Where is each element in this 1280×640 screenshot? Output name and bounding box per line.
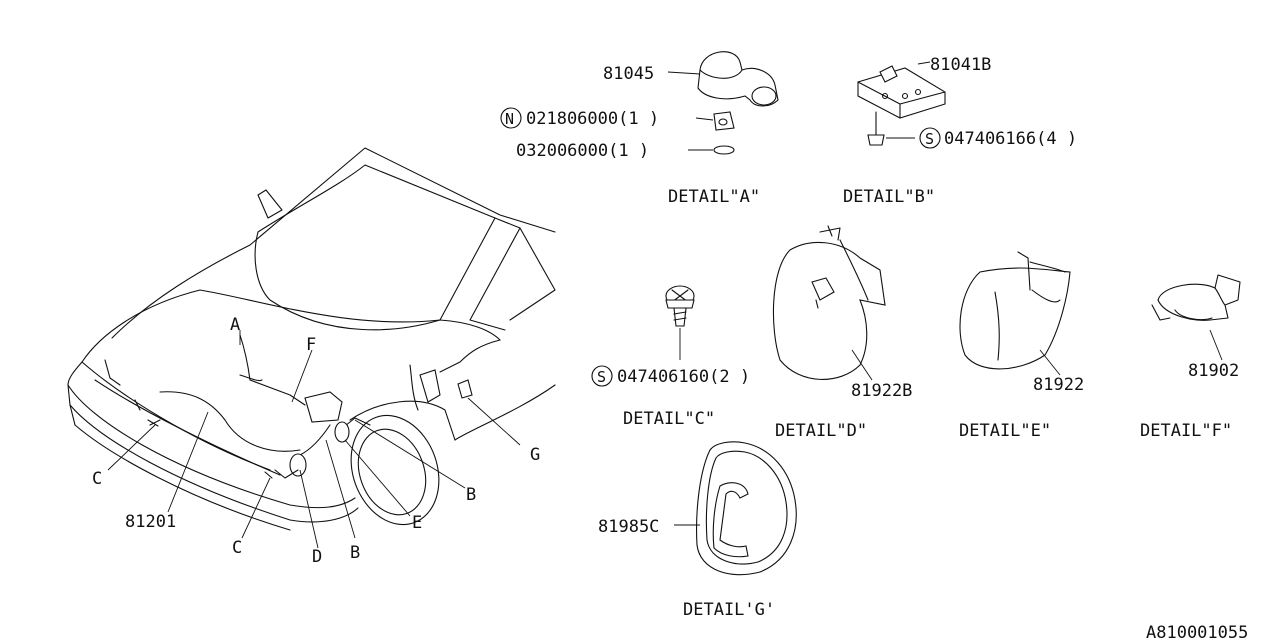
callout-a: A	[230, 315, 240, 335]
part-81045-label: 81045	[603, 64, 654, 84]
callout-e: E	[412, 513, 422, 533]
detail-c-illustration	[665, 285, 695, 360]
callout-b-lower: B	[350, 543, 360, 563]
detail-e-caption: DETAIL"E"	[959, 421, 1051, 441]
callout-f: F	[306, 335, 316, 355]
part-021806000-label: 021806000(1 )	[526, 109, 659, 129]
detail-g-illustration	[674, 441, 797, 576]
callout-d: D	[312, 547, 322, 567]
part-032006000-label: 032006000(1 )	[516, 141, 649, 161]
svg-text:S: S	[925, 130, 934, 148]
callout-c-lower: C	[232, 538, 242, 558]
detail-e-illustration	[959, 251, 1071, 376]
detail-a-caption: DETAIL"A"	[668, 187, 760, 207]
detail-f-illustration	[1151, 274, 1241, 361]
part-047406160-label: 047406160(2 )	[617, 367, 750, 387]
part-047406166-label: 047406166(4 )	[944, 129, 1077, 149]
screw-marker-s-c: S	[591, 365, 613, 387]
detail-d-illustration	[772, 225, 886, 381]
svg-text:S: S	[597, 368, 606, 386]
screw-marker-s-b: S	[919, 127, 941, 149]
diagram-id: A810001055	[1146, 623, 1248, 640]
detail-a-illustration	[667, 51, 779, 155]
detail-b-caption: DETAIL"B"	[843, 187, 935, 207]
car-front-illustration	[67, 147, 556, 549]
nut-marker-n: N	[500, 107, 522, 129]
part-81922b-label: 81922B	[851, 381, 912, 401]
detail-g-caption: DETAIL'G'	[683, 600, 775, 620]
part-81041b-label: 81041B	[930, 55, 991, 75]
part-81902-label: 81902	[1188, 361, 1239, 381]
detail-d-caption: DETAIL"D"	[775, 421, 867, 441]
detail-b-illustration	[857, 61, 946, 146]
callout-b-right: B	[466, 485, 476, 505]
part-81922-label: 81922	[1033, 375, 1084, 395]
part-81985c-label: 81985C	[598, 517, 659, 537]
callout-c-left: C	[92, 469, 102, 489]
callout-g: G	[530, 445, 540, 465]
part-81201-label: 81201	[125, 512, 176, 532]
detail-f-caption: DETAIL"F"	[1140, 421, 1232, 441]
svg-text:N: N	[505, 110, 514, 128]
detail-c-caption: DETAIL"C"	[623, 409, 715, 429]
